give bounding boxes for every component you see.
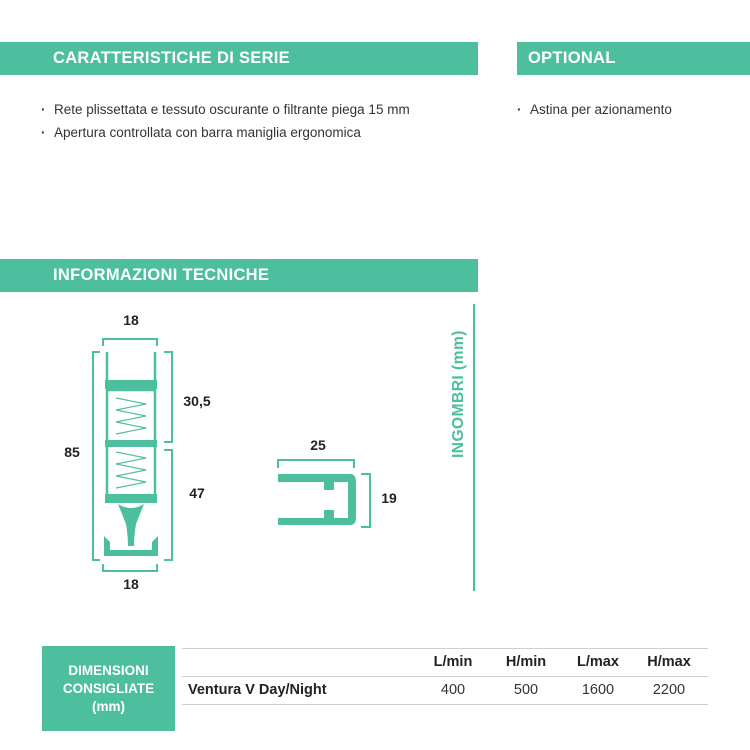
dimension-label: 25 xyxy=(310,437,326,453)
column-header: H/min xyxy=(505,654,547,670)
dimension-bracket-bottom xyxy=(102,564,158,572)
profile-1-shape xyxy=(104,352,158,556)
column-header: L/max xyxy=(577,654,619,670)
table-cell: 1600 xyxy=(581,682,615,698)
dimensions-label-line: DIMENSIONI xyxy=(68,662,149,678)
column-header: L/min xyxy=(433,654,473,670)
dimensions-label-line: CONSIGLIATE xyxy=(62,680,155,696)
dimension-label: 30,5 xyxy=(183,393,210,409)
dimensions-label-box: DIMENSIONI CONSIGLIATE (mm) xyxy=(42,646,175,731)
product-name: Ventura V Day/Night xyxy=(188,682,327,698)
dimension-bracket-lower xyxy=(164,449,173,561)
table-cell: 500 xyxy=(513,682,539,698)
list-item: Astina per azionamento xyxy=(517,101,672,124)
dimension-label: 18 xyxy=(123,312,139,328)
table-cell: 2200 xyxy=(652,682,686,698)
dimension-bracket-top xyxy=(102,338,158,346)
divider-line xyxy=(473,304,475,591)
column-header: H/max xyxy=(647,654,691,670)
section-title: OPTIONAL xyxy=(528,49,616,67)
serie-list: Rete plissettata e tessuto oscurante o f… xyxy=(41,101,410,147)
optional-list: Astina per azionamento xyxy=(517,101,672,124)
dimension-bracket-left xyxy=(92,351,100,561)
section-title: CARATTERISTICHE DI SERIE xyxy=(53,49,290,67)
dimension-bracket-upper xyxy=(164,351,173,443)
section-header-informazioni: INFORMAZIONI TECNICHE xyxy=(0,259,478,292)
ingombri-label: INGOMBRI (mm) xyxy=(450,330,467,458)
section-header-optional: OPTIONAL xyxy=(517,42,750,75)
table-header-row: L/min H/min L/max H/max xyxy=(182,648,708,677)
list-item: Apertura controllata con barra maniglia … xyxy=(41,124,410,147)
dimension-label: 85 xyxy=(64,444,80,460)
profile-2-shape xyxy=(277,459,371,528)
technical-drawing: 18 85 30,5 47 18 25 19 xyxy=(64,312,397,592)
dimensions-table: L/min H/min L/max H/max Ventura V Day/Ni… xyxy=(182,648,708,705)
table-cell: 400 xyxy=(440,682,466,698)
dimension-label: 19 xyxy=(381,490,397,506)
dimension-bracket-width xyxy=(277,459,355,468)
dimension-bracket-height xyxy=(361,473,371,528)
section-header-caratteristiche: CARATTERISTICHE DI SERIE xyxy=(0,42,478,75)
section-title: INFORMAZIONI TECNICHE xyxy=(53,266,270,284)
list-item: Rete plissettata e tessuto oscurante o f… xyxy=(41,101,410,124)
table-row: Ventura V Day/Night 400 500 1600 2200 xyxy=(182,677,708,705)
dimension-label: 47 xyxy=(189,485,205,501)
dimensions-label-line: (mm) xyxy=(92,698,125,714)
dimension-label: 18 xyxy=(123,576,139,592)
